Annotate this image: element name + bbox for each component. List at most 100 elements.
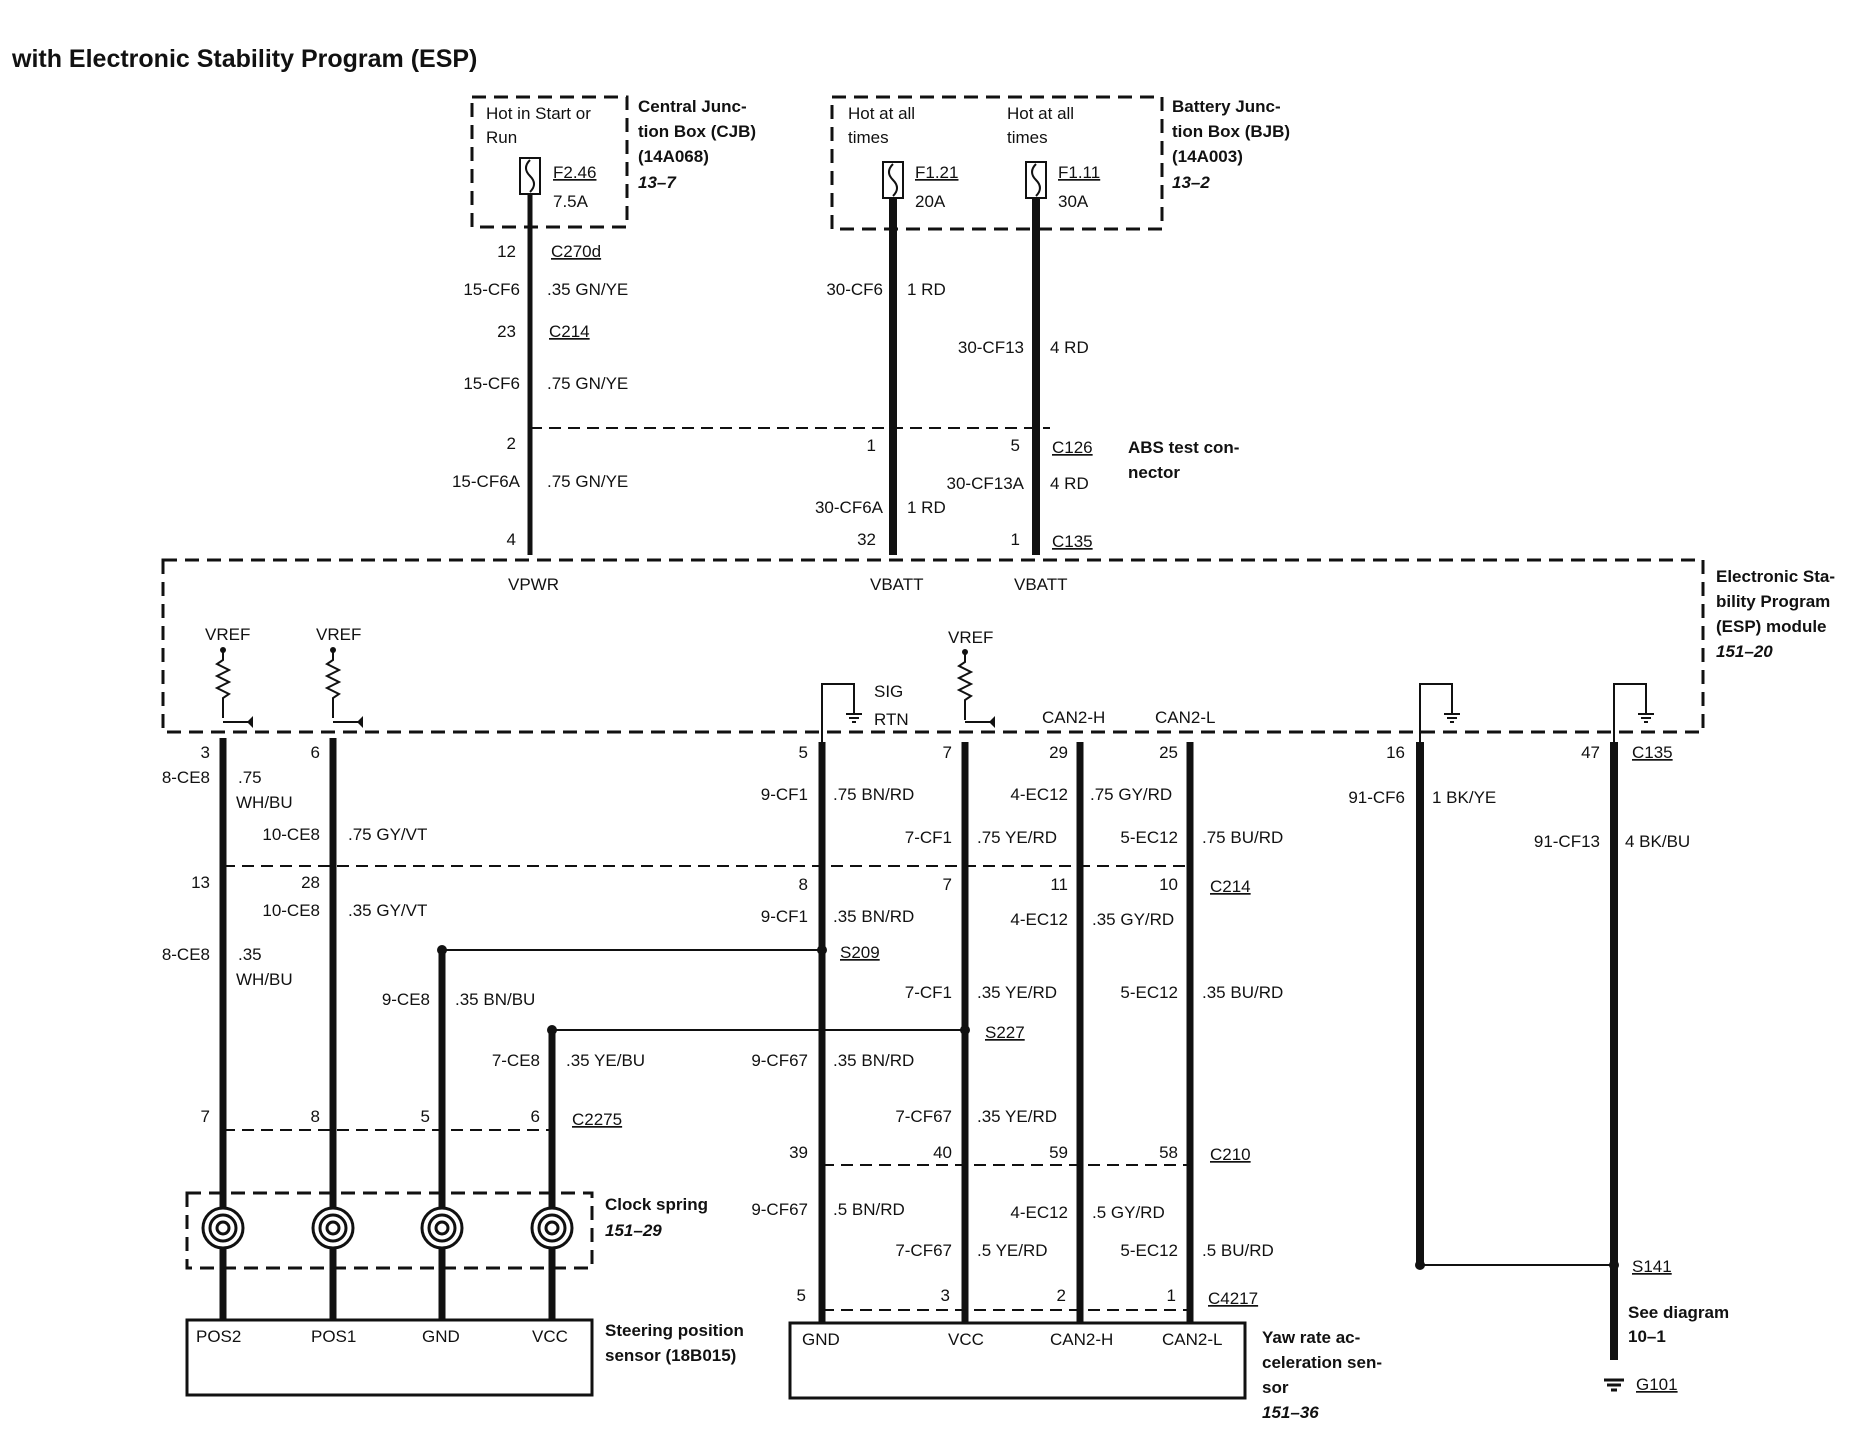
wire-gauge-color: .75 GY/RD <box>1090 785 1172 804</box>
wire-gauge-color: .75 YE/RD <box>977 828 1057 847</box>
bjb-fuse1-rating: 20A <box>915 192 946 211</box>
pin-label: 12 <box>497 242 516 261</box>
power-wires: 12 C270d 15-CF6 .35 GN/YE 23 C214 15-CF6… <box>452 194 1239 594</box>
bjb-ref: 13–2 <box>1172 173 1210 192</box>
bjb-outline <box>830 95 1164 231</box>
abs-test-connector-label-2: nector <box>1128 463 1180 482</box>
see-diagram-label: See diagram <box>1628 1303 1729 1322</box>
abs-test-connector-label: ABS test con- <box>1128 438 1239 457</box>
pin-label: 5 <box>1011 436 1020 455</box>
esp-module-ref: 151–20 <box>1716 642 1773 661</box>
cjb-name-2: tion Box (CJB) <box>638 122 756 141</box>
esp-module-name-2: bility Program <box>1716 592 1830 611</box>
wire-gauge-color: .75 BU/RD <box>1202 828 1283 847</box>
wire-gauge-color: .35 BN/BU <box>455 990 535 1009</box>
pin-label: 40 <box>933 1143 952 1162</box>
wire-gauge-color: 4 BK/BU <box>1625 832 1690 851</box>
pin-gnd: GND <box>802 1330 840 1349</box>
pin-label: 8 <box>799 875 808 894</box>
pin-label: 11 <box>1050 875 1068 894</box>
pin-can2l: CAN2-L <box>1162 1330 1222 1349</box>
splice-dot <box>817 945 827 955</box>
cjb-outline <box>470 95 629 229</box>
see-diagram-ref: 10–1 <box>1628 1327 1666 1346</box>
wire-code: 7-CF1 <box>905 983 952 1002</box>
vref-label-3: VREF <box>948 628 993 647</box>
bjb-name: Battery Junc- <box>1172 97 1281 116</box>
wire-code: 15-CF6 <box>463 374 520 393</box>
wire-code: 7-CF67 <box>895 1107 952 1126</box>
fuse-element-icon <box>525 159 535 193</box>
pin-label: 58 <box>1159 1143 1178 1162</box>
wire-color: WH/BU <box>236 793 293 812</box>
steering-position-sensor: POS2 POS1 GND VCC Steering position sens… <box>185 1318 744 1397</box>
bjb-fuse1-condition: Hot at all <box>848 104 915 123</box>
cjb-name: Central Junc- <box>638 97 747 116</box>
yaw-sensor-name-3: sor <box>1262 1378 1289 1397</box>
ground-icon <box>1613 683 1654 742</box>
wire-gauge-color: 4 RD <box>1050 474 1089 493</box>
wire-gauge-color: .35 YE/BU <box>566 1051 645 1070</box>
pin-label: 59 <box>1049 1143 1068 1162</box>
wire-gauge-color: 4 RD <box>1050 338 1089 357</box>
vbatt-label-2: VBATT <box>1014 575 1068 594</box>
wire-gauge-color: .35 GN/YE <box>547 280 628 299</box>
pin-label: 2 <box>507 434 516 453</box>
bjb-part: (14A003) <box>1172 147 1243 166</box>
wire-gauge-color: .5 BN/RD <box>833 1200 905 1219</box>
connector-c135: C135 <box>1052 532 1093 551</box>
pin-label: 25 <box>1159 743 1178 762</box>
wire-gauge-color: 1 RD <box>907 280 946 299</box>
wire-code: 10-CE8 <box>262 825 320 844</box>
fuse-element-icon <box>888 163 898 197</box>
pin-label: 5 <box>421 1107 430 1126</box>
steering-sensor-box <box>185 1318 594 1397</box>
wire-gauge-color: .75 GN/YE <box>547 472 628 491</box>
battery-junction-box: Hot at all times Hot at all times F1.21 … <box>830 95 1290 231</box>
clock-spring-coil-icon <box>311 1206 355 1250</box>
wire-code: 9-CE8 <box>382 990 430 1009</box>
can2h-label: CAN2-H <box>1042 708 1105 727</box>
wire-code: 30-CF6A <box>815 498 884 517</box>
pin-label: 32 <box>857 530 876 549</box>
ground-icon <box>1604 1378 1624 1392</box>
wire-code: 7-CE8 <box>492 1051 540 1070</box>
wire-code: 8-CE8 <box>162 768 210 787</box>
vpwr-label: VPWR <box>508 575 559 594</box>
pin-label: 7 <box>201 1107 210 1126</box>
wire-code: 4-EC12 <box>1010 1203 1068 1222</box>
clock-spring: Clock spring 151–29 <box>185 1191 708 1270</box>
splice-s227: S227 <box>985 1023 1025 1042</box>
pin-label: 1 <box>1167 1286 1176 1305</box>
bjb-fuse2-condition-2: times <box>1007 128 1048 147</box>
pin-can2h: CAN2-H <box>1050 1330 1113 1349</box>
resistor-icon <box>324 647 363 728</box>
connector-c4217: C4217 <box>1208 1289 1258 1308</box>
bjb-fuse1-id: F1.21 <box>915 163 958 182</box>
pin-label: 13 <box>191 873 210 892</box>
splice-dot <box>547 1025 557 1035</box>
wire-code: 4-EC12 <box>1010 785 1068 804</box>
pin-label: 7 <box>943 743 952 762</box>
clock-spring-coil-icon <box>530 1206 574 1250</box>
wire-code: 9-CF1 <box>761 785 808 804</box>
wire-code: 5-EC12 <box>1120 983 1178 1002</box>
pin-label: 16 <box>1386 743 1405 762</box>
wire-code: 10-CE8 <box>262 901 320 920</box>
wire-gauge-color: .5 YE/RD <box>977 1241 1048 1260</box>
pin-label: 3 <box>201 743 210 762</box>
clock-spring-ref: 151–29 <box>605 1221 662 1240</box>
bjb-fuse2-id: F1.11 <box>1058 163 1100 182</box>
yaw-sensor-ref: 151–36 <box>1262 1403 1319 1422</box>
ground-g101: G101 <box>1636 1375 1678 1394</box>
splice-dot <box>1609 1260 1619 1270</box>
splice-dot <box>437 945 447 955</box>
splice-dot <box>960 1025 970 1035</box>
pin-label: 5 <box>797 1286 806 1305</box>
wire-gauge-color: .35 GY/VT <box>348 901 427 920</box>
wire-gauge: .75 <box>238 768 262 787</box>
pin-gnd: GND <box>422 1327 460 1346</box>
connector-c270d: C270d <box>551 242 601 261</box>
wire-gauge-color: .35 BN/RD <box>833 907 914 926</box>
wire-code: 91-CF6 <box>1348 788 1405 807</box>
